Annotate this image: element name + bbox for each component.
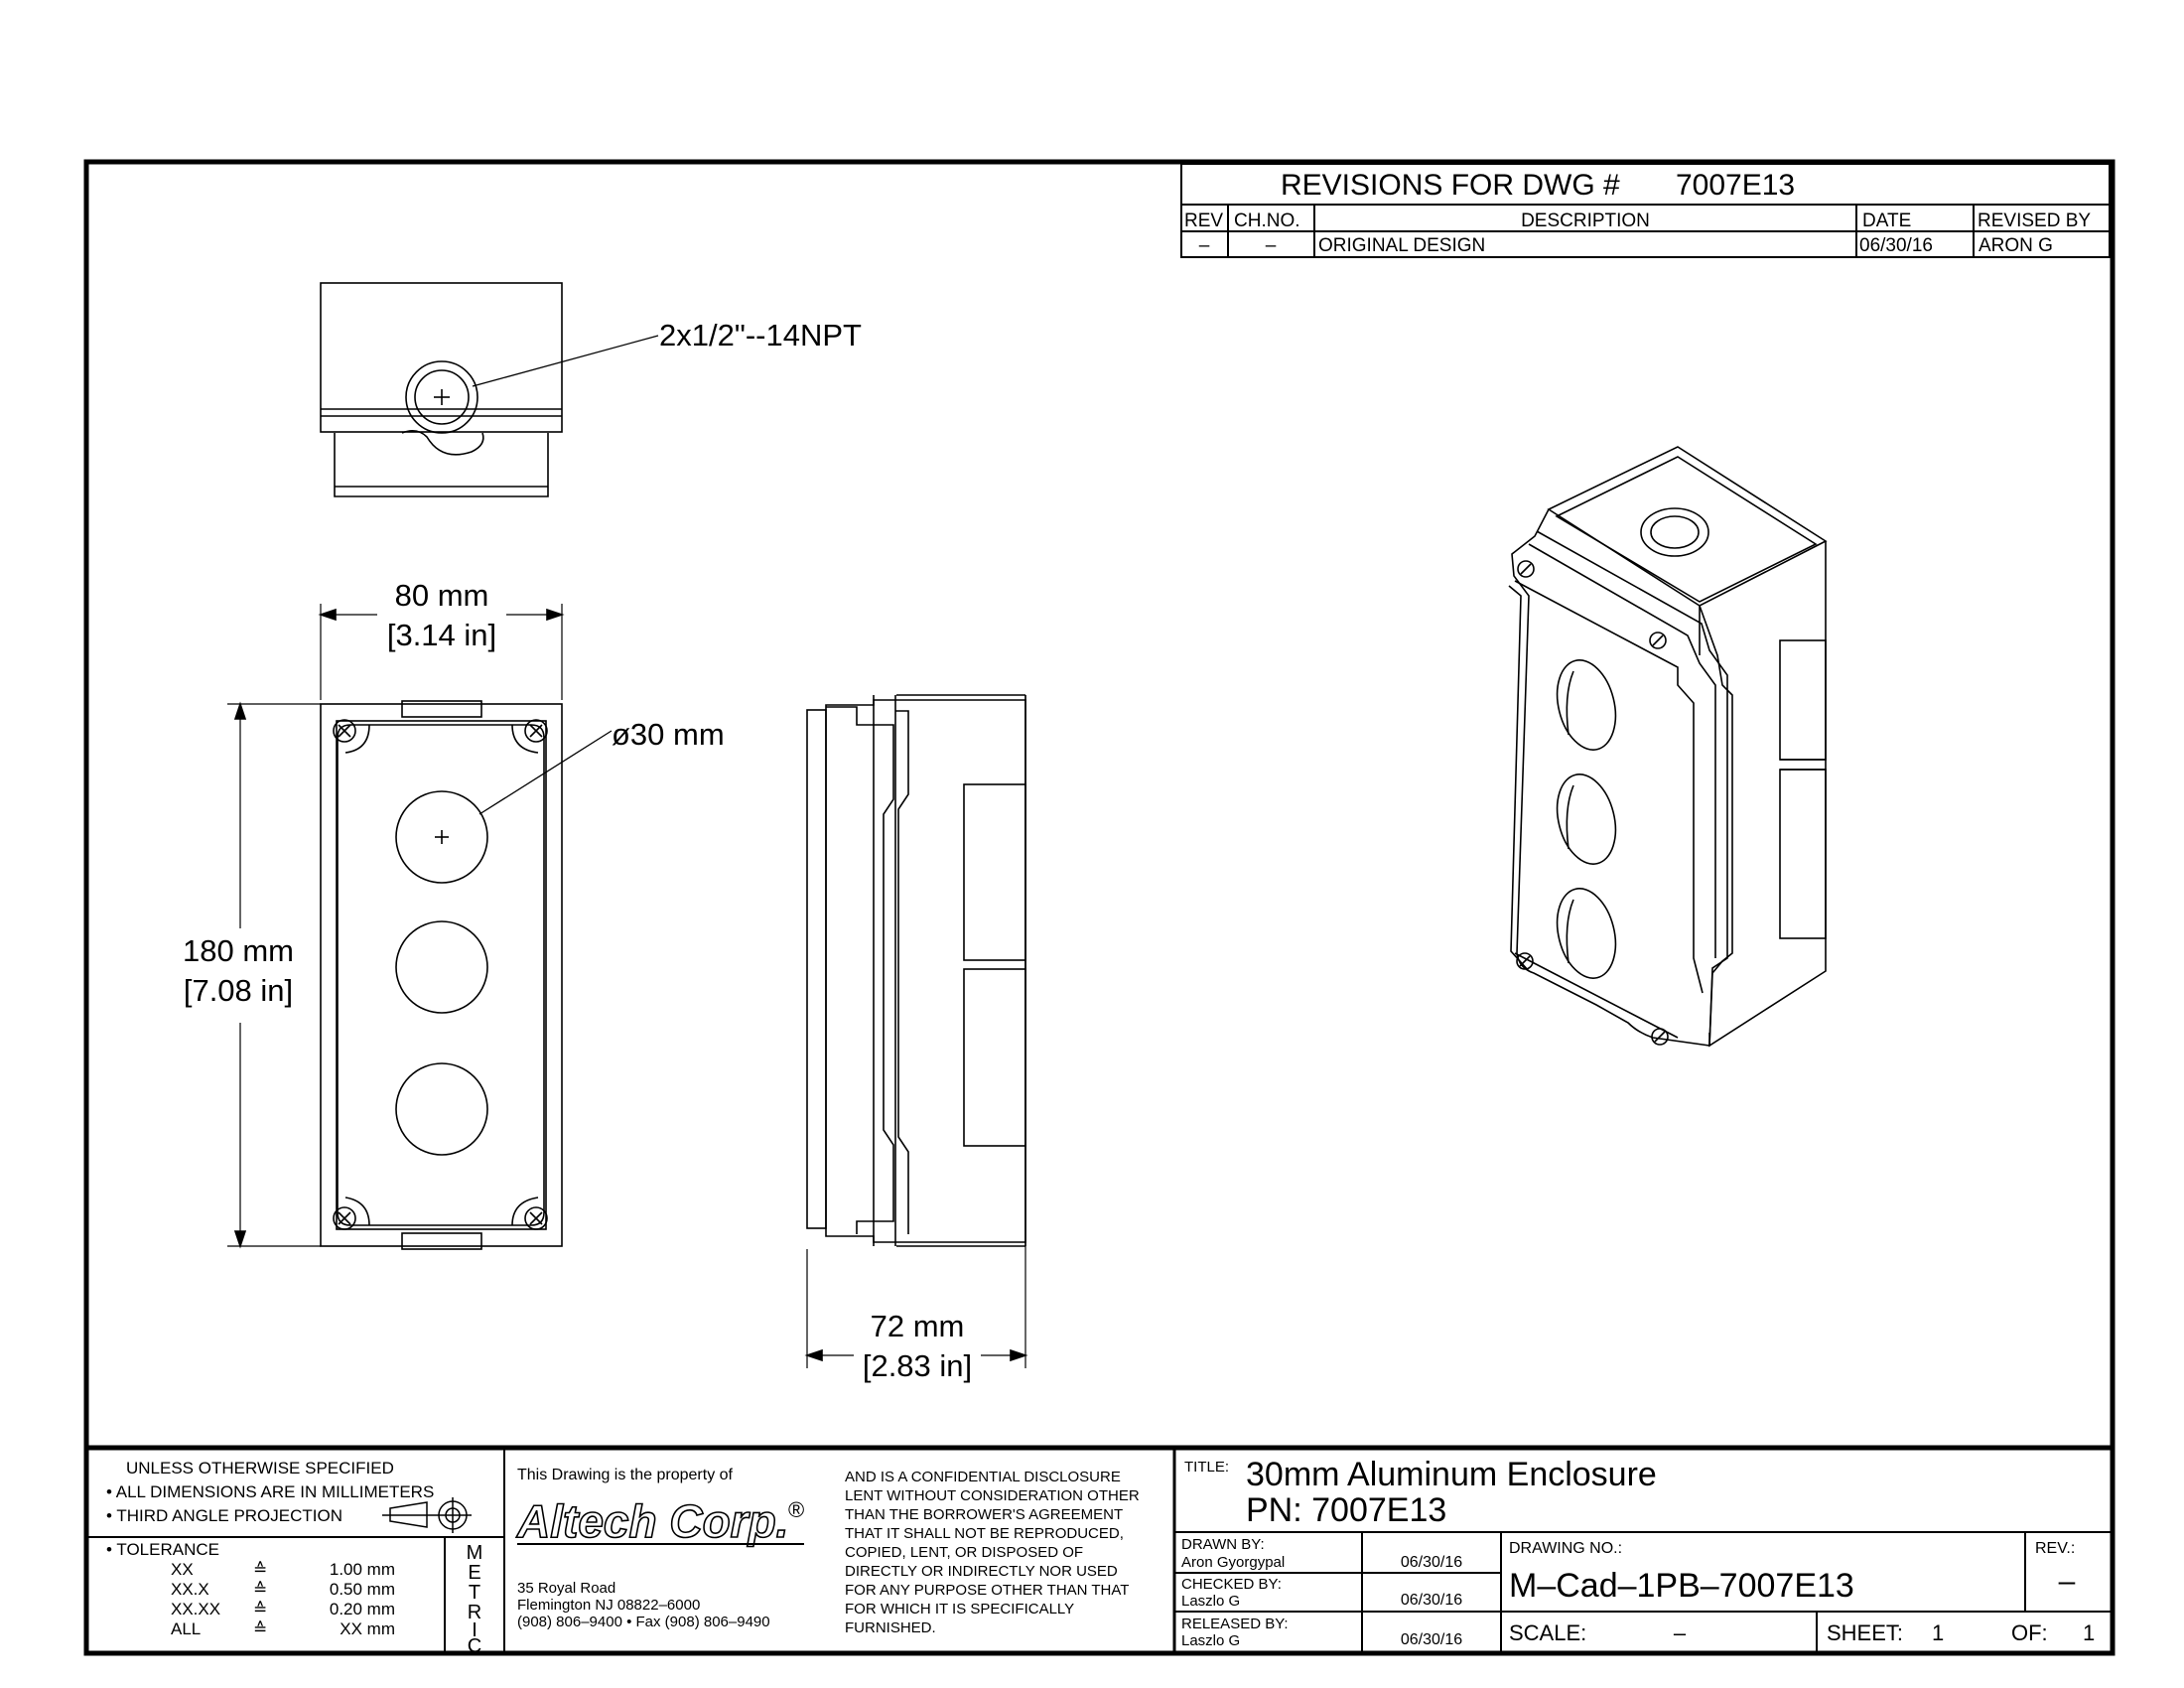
drawing-no-label: DRAWING NO.: xyxy=(1509,1540,1622,1557)
rev-label: REV.: xyxy=(2035,1540,2075,1557)
checked-by-label: CHECKED BY: xyxy=(1181,1576,1282,1593)
title-label: TITLE: xyxy=(1184,1459,1229,1476)
metric-letter-r: R xyxy=(468,1602,481,1623)
depth-in-label: [2.83 in] xyxy=(863,1348,972,1383)
checked-by-name: Laszlo G xyxy=(1181,1593,1240,1610)
height-mm-label: 180 mm xyxy=(183,933,294,968)
svg-text:COPIED, LENT, OR DISPOSED OF: COPIED, LENT, OR DISPOSED OF xyxy=(845,1544,1083,1561)
depth-mm-label: 72 mm xyxy=(871,1309,965,1343)
revised-by-header: REVISED BY xyxy=(1978,211,2091,231)
title-block-frame xyxy=(86,1445,2113,1653)
released-by-name: Laszlo G xyxy=(1181,1632,1240,1649)
front-view xyxy=(227,604,613,1250)
tolerance-key-1: XX.X xyxy=(171,1580,209,1599)
metric-letter-m: M xyxy=(467,1542,483,1564)
company-address-2: Flemington NJ 08822–6000 xyxy=(517,1597,700,1614)
metric-letter-e: E xyxy=(468,1562,480,1584)
drawn-by-name: Aron Gyorgypal xyxy=(1181,1554,1285,1571)
svg-text:FURNISHED.: FURNISHED. xyxy=(845,1619,936,1636)
notes-all-dims: • ALL DIMENSIONS ARE IN MILLIMETERS xyxy=(106,1482,434,1501)
property-of-text: This Drawing is the property of xyxy=(517,1467,734,1483)
scale-label: SCALE: xyxy=(1509,1620,1586,1645)
svg-text:DIRECTLY OR INDIRECTLY NOR USE: DIRECTLY OR INDIRECTLY NOR USED xyxy=(845,1563,1118,1580)
third-angle-projection-icon xyxy=(382,1497,472,1533)
scale-value: – xyxy=(1674,1620,1687,1645)
drawing-number: M–Cad–1PB–7007E13 xyxy=(1509,1567,1854,1605)
checked-date: 06/30/16 xyxy=(1401,1592,1462,1609)
side-view xyxy=(804,694,1028,1368)
of-value: 1 xyxy=(2083,1620,2095,1645)
tolerance-key-0: XX xyxy=(171,1560,194,1579)
sheet-value: 1 xyxy=(1932,1620,1944,1645)
svg-text:FOR WHICH IT IS SPECIFICALLY: FOR WHICH IT IS SPECIFICALLY xyxy=(845,1601,1074,1618)
svg-text:AND IS A CONFIDENTIAL DISCLOSU: AND IS A CONFIDENTIAL DISCLOSURE xyxy=(845,1469,1121,1485)
tolerance-label: • TOLERANCE xyxy=(106,1540,219,1559)
drawing-title: 30mm Aluminum Enclosure xyxy=(1246,1456,1657,1493)
svg-text:THAN THE BORROWER'S AGREEMENT: THAN THE BORROWER'S AGREEMENT xyxy=(845,1506,1123,1523)
svg-text:FOR ANY PURPOSE OTHER THAN THA: FOR ANY PURPOSE OTHER THAN THAT xyxy=(845,1582,1129,1599)
released-by-label: RELEASED BY: xyxy=(1181,1616,1289,1632)
company-logo: Altech Corp. xyxy=(516,1495,788,1547)
tolerance-val-3: XX mm xyxy=(340,1619,395,1638)
chno-header: CH.NO. xyxy=(1234,211,1300,231)
rev-header: REV xyxy=(1184,211,1223,231)
sheet-label: SHEET: xyxy=(1827,1620,1903,1645)
tolerance-val-0: 1.00 mm xyxy=(330,1560,395,1579)
description-header: DESCRIPTION xyxy=(1521,211,1650,231)
chno-cell: – xyxy=(1266,235,1277,256)
width-in-label: [3.14 in] xyxy=(387,618,496,652)
date-cell: 06/30/16 xyxy=(1859,235,1933,256)
top-view xyxy=(320,282,659,497)
tolerance-sym-1: ≙ xyxy=(253,1580,267,1599)
company-address-3: (908) 806–9400 • Fax (908) 806–9490 xyxy=(517,1614,770,1630)
tolerance-sym-2: ≙ xyxy=(253,1600,267,1618)
of-label: OF: xyxy=(2011,1620,2048,1645)
height-in-label: [7.08 in] xyxy=(184,973,293,1008)
svg-text:LENT WITHOUT CONSIDERATION OTH: LENT WITHOUT CONSIDERATION OTHER xyxy=(845,1487,1140,1504)
drawn-by-label: DRAWN BY: xyxy=(1181,1536,1265,1553)
revisions-table xyxy=(1180,163,2111,258)
drawn-date: 06/30/16 xyxy=(1401,1554,1462,1571)
notes-unless: UNLESS OTHERWISE SPECIFIED xyxy=(126,1459,394,1477)
thread-callout: 2x1/2"--14NPT xyxy=(659,318,862,352)
description-cell: ORIGINAL DESIGN xyxy=(1318,235,1485,256)
sheet-border xyxy=(83,159,2116,1656)
tolerance-val-1: 0.50 mm xyxy=(330,1580,395,1599)
notes-projection: • THIRD ANGLE PROJECTION xyxy=(106,1506,342,1525)
company-logo-registered: ® xyxy=(788,1497,804,1522)
rev-cell: – xyxy=(1199,235,1210,256)
tolerance-key-2: XX.XX xyxy=(171,1600,220,1618)
released-date: 06/30/16 xyxy=(1401,1631,1462,1648)
tolerance-sym-3: ≙ xyxy=(253,1619,267,1638)
disclosure-text: AND IS A CONFIDENTIAL DISCLOSURE LENT WI… xyxy=(845,1469,1140,1636)
metric-letter-c: C xyxy=(468,1635,481,1657)
date-header: DATE xyxy=(1862,211,1911,231)
company-address-1: 35 Royal Road xyxy=(517,1580,615,1597)
hole-diameter-label: ø30 mm xyxy=(612,717,725,752)
revisions-dwg-number: 7007E13 xyxy=(1676,169,1795,202)
tolerance-val-2: 0.20 mm xyxy=(330,1600,395,1618)
svg-text:THAT IT SHALL NOT BE REPRODUCE: THAT IT SHALL NOT BE REPRODUCED, xyxy=(845,1525,1124,1542)
isometric-view xyxy=(1508,446,1828,1048)
metric-letter-i: I xyxy=(472,1619,478,1641)
width-mm-label: 80 mm xyxy=(395,578,489,613)
metric-letter-t: T xyxy=(469,1582,480,1604)
tolerance-key-3: ALL xyxy=(171,1619,201,1638)
rev-value: – xyxy=(2059,1565,2076,1598)
revised-by-cell: ARON G xyxy=(1979,235,2053,256)
revisions-title: REVISIONS FOR DWG # xyxy=(1281,169,1620,202)
tolerance-sym-0: ≙ xyxy=(253,1560,267,1579)
part-number: PN: 7007E13 xyxy=(1246,1491,1446,1529)
